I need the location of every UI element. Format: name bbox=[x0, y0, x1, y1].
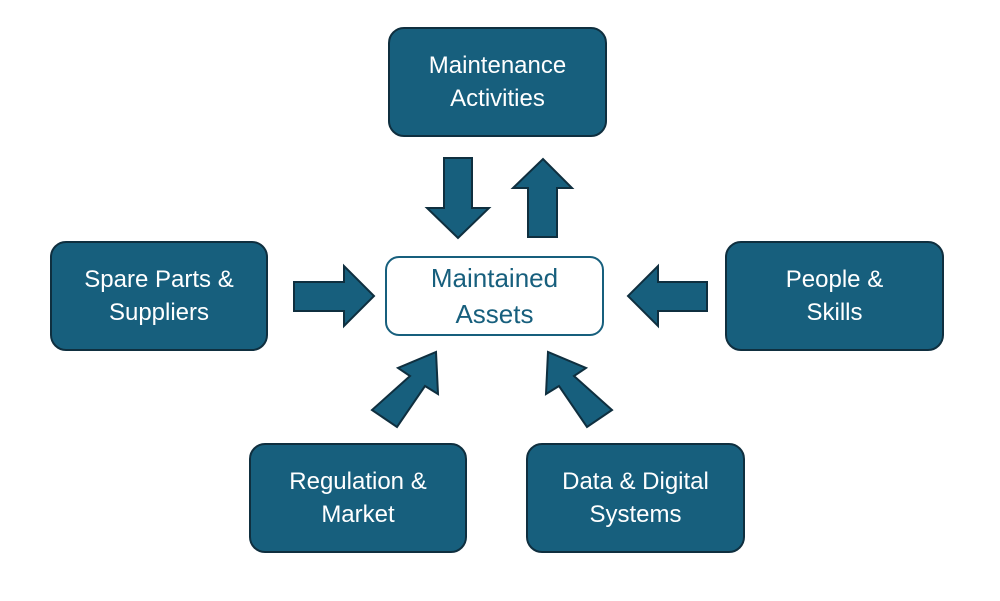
arrow-assets-to-maintenance bbox=[510, 157, 575, 238]
node-maintained-assets: Maintained Assets bbox=[385, 256, 604, 336]
node-data-digital-systems-label: Data & Digital Systems bbox=[562, 468, 709, 528]
arrow-maintenance-to-assets bbox=[424, 157, 492, 240]
node-maintenance-activities-label: Maintenance Activities bbox=[428, 52, 567, 112]
node-regulation-market: Regulation & Market bbox=[249, 443, 467, 553]
node-data-digital-systems: Data & Digital Systems bbox=[526, 443, 745, 553]
arrow-people-to-assets bbox=[626, 263, 708, 329]
arrow-spare-parts-to-assets bbox=[293, 263, 376, 329]
node-people-skills: People & Skills bbox=[725, 241, 944, 351]
arrow-regulation-to-assets bbox=[370, 350, 440, 429]
arrow-data-to-assets bbox=[544, 350, 614, 429]
node-regulation-market-label: Regulation & Market bbox=[289, 468, 427, 528]
node-spare-parts-suppliers-label: Spare Parts & Suppliers bbox=[84, 266, 234, 326]
node-maintenance-activities: Maintenance Activities bbox=[388, 27, 607, 137]
node-people-skills-label: People & Skills bbox=[785, 266, 884, 326]
node-maintained-assets-label: Maintained Assets bbox=[430, 263, 559, 329]
node-spare-parts-suppliers: Spare Parts & Suppliers bbox=[50, 241, 268, 351]
